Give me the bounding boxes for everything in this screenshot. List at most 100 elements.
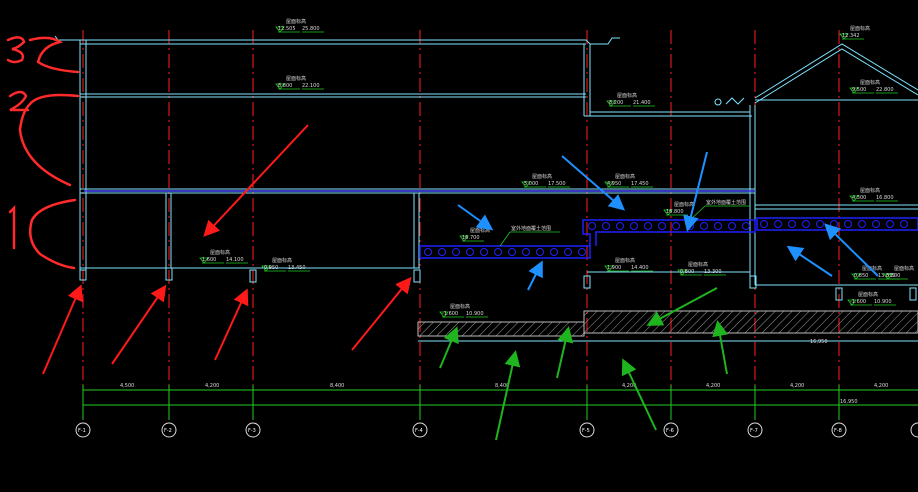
grid-label: F-3 xyxy=(248,428,256,434)
slab-hole xyxy=(700,222,708,230)
dim-text: 4,200 xyxy=(205,383,219,389)
level-value: 8.800 xyxy=(278,83,292,89)
level-triangle-icon xyxy=(839,33,849,40)
level-triangle-icon xyxy=(849,195,859,202)
level-name: 屋面标高 xyxy=(615,257,635,264)
handwritten-3-glyph xyxy=(6,36,26,64)
slab-hole xyxy=(578,248,586,256)
level-value: 0.800 xyxy=(680,269,694,275)
slab-hole xyxy=(900,220,908,228)
slab-hole xyxy=(550,248,558,256)
level-value: 22.100 xyxy=(302,83,320,89)
level-triangle-icon xyxy=(677,269,687,276)
slab-hole xyxy=(742,222,750,230)
grid-label: F-1 xyxy=(78,428,86,434)
building-outline xyxy=(54,35,918,301)
slab-hole xyxy=(658,222,666,230)
level-value: 0.300 xyxy=(886,273,900,279)
handwritten-2-glyph xyxy=(8,90,30,112)
level-triangle-icon xyxy=(847,299,857,306)
dim-text: 4,200 xyxy=(790,383,804,389)
slab-hole xyxy=(714,222,722,230)
slab-hole xyxy=(452,248,460,256)
grid-bubble: F-2 xyxy=(161,422,177,438)
level-triangle-icon xyxy=(604,265,614,272)
dimension-lines xyxy=(82,385,918,420)
level-value: 13.350 xyxy=(878,273,896,279)
slab-hole xyxy=(816,220,824,228)
dim-text: 8,400 xyxy=(495,383,509,389)
slab-hole xyxy=(728,222,736,230)
slab-hole xyxy=(788,220,796,228)
slab-hole xyxy=(760,220,768,228)
slab-note: 室外地面覆土范围 xyxy=(511,225,551,232)
slab-hole xyxy=(672,222,680,230)
slab-hole xyxy=(774,220,782,228)
grid-bubble: F-1 xyxy=(75,422,91,438)
green-arrows xyxy=(439,287,728,441)
slab-hole xyxy=(802,220,810,228)
slab-hole xyxy=(644,222,652,230)
slab-hole xyxy=(494,248,502,256)
dim-text: 8,400 xyxy=(330,383,344,389)
red-arrows xyxy=(42,124,412,375)
grid-label: F-6 xyxy=(666,428,674,434)
slab-hole xyxy=(630,222,638,230)
level-value: 13.300 xyxy=(704,269,722,275)
level-name: 屋面标高 xyxy=(688,261,708,268)
level-name: 屋面标高 xyxy=(450,303,470,310)
level-value: 16.800 xyxy=(876,195,894,201)
total-dimension-text: 16,950 xyxy=(810,339,828,345)
slab-hole xyxy=(858,220,866,228)
level-name: 屋面标高 xyxy=(894,265,914,272)
level-value: 22.800 xyxy=(876,87,894,93)
dim-text: 4,200 xyxy=(874,383,888,389)
dim-text: 4,200 xyxy=(622,383,636,389)
level-value: 0.850 xyxy=(854,273,868,279)
grid-bubble: F-4 xyxy=(412,422,428,438)
level-value: 14.400 xyxy=(631,265,649,271)
slab-hole xyxy=(872,220,880,228)
level-name: 屋面标高 xyxy=(272,257,292,264)
level-value: 0.950 xyxy=(264,265,278,271)
grid-label: F-7 xyxy=(750,428,758,434)
grid-bubble: F-6 xyxy=(663,422,679,438)
level-name: 屋面标高 xyxy=(674,201,694,208)
level-value: 25.800 xyxy=(302,26,320,32)
level-value: 10.900 xyxy=(874,299,892,305)
dim-text: 4,200 xyxy=(706,383,720,389)
handwritten-brace-3 xyxy=(28,36,80,74)
grid-bubble: F-5 xyxy=(579,422,595,438)
level-triangle-icon xyxy=(199,257,209,264)
level-name: 屋面标高 xyxy=(862,265,882,272)
level-value: 14.100 xyxy=(226,257,244,263)
level-triangle-icon xyxy=(604,181,614,188)
slab-hole xyxy=(886,220,894,228)
level-triangle-icon xyxy=(261,265,271,272)
level-value: 8.200 xyxy=(609,100,623,106)
total-dimension-text-2: 16,950 xyxy=(840,399,858,405)
grid-bubble: F-3 xyxy=(245,422,261,438)
handwritten-brace-1 xyxy=(29,198,77,270)
level-triangle-icon xyxy=(439,311,449,318)
level-value: 16.700 xyxy=(462,235,480,241)
slab-hole xyxy=(536,248,544,256)
level-name: 屋面标高 xyxy=(850,25,870,32)
level-name: 屋面标高 xyxy=(286,18,306,25)
slab-hole xyxy=(844,220,852,228)
level-name: 屋面标高 xyxy=(532,173,552,180)
level-triangle-icon xyxy=(883,273,893,280)
